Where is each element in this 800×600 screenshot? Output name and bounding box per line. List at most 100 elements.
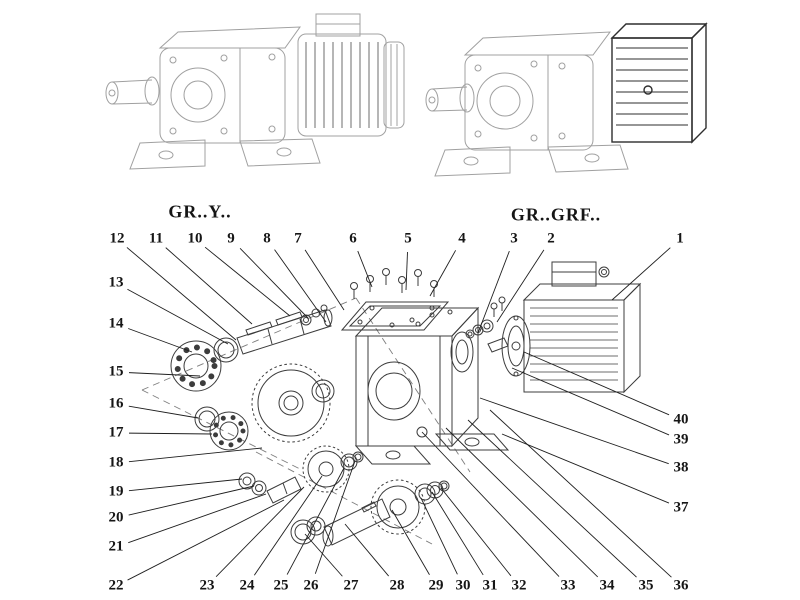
callout-38: 38	[673, 459, 689, 476]
leader-line-25	[286, 467, 345, 575]
callout-34: 34	[599, 577, 615, 594]
assembled-unit-right	[425, 22, 708, 177]
exploded-view	[141, 261, 642, 547]
callout-10: 10	[187, 230, 203, 247]
callout-35: 35	[638, 577, 654, 594]
variant-label-left: GR..Y..	[168, 201, 232, 222]
shaft-keys	[245, 311, 303, 336]
leader-line-24	[253, 475, 323, 576]
leader-line-30	[420, 497, 458, 575]
inspection-cover	[340, 301, 450, 331]
callout-14: 14	[108, 315, 124, 332]
leader-line-5	[405, 251, 408, 291]
leader-line-21	[128, 493, 267, 544]
leader-line-36	[489, 409, 672, 578]
callout-19: 19	[108, 483, 124, 500]
gearbox-housing	[354, 306, 510, 465]
leader-line-18	[128, 447, 263, 463]
callout-8: 8	[263, 230, 271, 247]
housing-foot-left	[354, 445, 432, 465]
callout-22: 22	[108, 577, 124, 594]
cover-bolts	[350, 268, 438, 299]
motor-left	[297, 13, 405, 137]
leader-line-9	[239, 247, 309, 319]
leader-line-26	[314, 460, 356, 574]
ball-bearing-large	[170, 340, 222, 392]
leader-line-13	[127, 288, 229, 345]
variant-label-right: GR..GRF..	[510, 204, 602, 225]
leader-line-38	[479, 397, 669, 465]
construction-lines	[141, 297, 471, 545]
eye-bolt	[598, 266, 610, 278]
motor-terminal-box	[551, 261, 597, 287]
callout-7: 7	[294, 230, 302, 247]
leader-line-40	[523, 351, 670, 416]
leader-line-27	[304, 533, 343, 577]
leader-line-23	[215, 486, 305, 578]
mounting-feet-right	[434, 144, 629, 177]
callout-20: 20	[108, 509, 124, 526]
motor-flange	[501, 315, 531, 377]
assembled-unit-left	[105, 13, 405, 170]
leader-lines	[126, 246, 672, 581]
callout-21: 21	[108, 538, 124, 555]
large-gear	[251, 363, 331, 443]
callout-17: 17	[108, 424, 124, 441]
callout-24: 24	[239, 577, 255, 594]
motor-body	[523, 299, 625, 393]
housing-foot-right	[434, 433, 510, 451]
intermediate-gear-set	[238, 445, 364, 504]
output-shaft-right	[425, 83, 475, 113]
leader-line-35	[467, 419, 637, 578]
callout-30: 30	[455, 577, 471, 594]
callout-9: 9	[227, 230, 235, 247]
callout-2: 2	[547, 230, 555, 247]
leader-line-15	[128, 372, 201, 377]
callout-3: 3	[510, 230, 518, 247]
input-shaft-assembly	[170, 304, 333, 392]
callout-5: 5	[404, 230, 412, 247]
drain-plug	[416, 426, 428, 438]
callout-33: 33	[560, 577, 576, 594]
leader-line-31	[431, 491, 484, 576]
callout-32: 32	[511, 577, 527, 594]
callout-18: 18	[108, 454, 124, 471]
mounting-feet-left	[129, 138, 321, 170]
callout-1: 1	[676, 230, 684, 247]
callout-12: 12	[109, 230, 125, 247]
leader-line-6	[357, 250, 373, 288]
leader-line-32	[440, 487, 512, 577]
callout-15: 15	[108, 363, 124, 380]
leader-line-10	[204, 246, 291, 317]
leader-line-16	[128, 405, 199, 419]
flange-hardware	[465, 296, 509, 353]
gearbox-body-right	[463, 31, 612, 151]
leader-line-2	[496, 249, 545, 323]
ball-bearing-small	[209, 411, 249, 451]
callout-29: 29	[428, 577, 444, 594]
leader-line-39	[511, 367, 670, 436]
callout-16: 16	[108, 395, 124, 412]
callout-26: 26	[303, 577, 319, 594]
callout-25: 25	[273, 577, 289, 594]
callout-28: 28	[389, 577, 405, 594]
gearbox-body-left	[158, 26, 302, 144]
leader-line-33	[421, 431, 560, 577]
callout-27: 27	[343, 577, 359, 594]
leader-line-34	[445, 427, 599, 578]
leader-line-3	[477, 250, 510, 334]
motor-shaft-stub	[487, 337, 509, 353]
oil-seal-ring	[213, 337, 239, 363]
callout-37: 37	[673, 499, 689, 516]
leader-line-7	[304, 249, 345, 311]
leader-line-22	[127, 499, 285, 581]
leader-line-17	[128, 432, 213, 435]
intermediate-gear	[302, 445, 350, 493]
leader-line-28	[344, 523, 389, 577]
leader-line-29	[391, 509, 430, 575]
leader-line-19	[128, 478, 243, 492]
callout-6: 6	[349, 230, 357, 247]
leader-line-14	[128, 328, 193, 353]
output-shaft-set	[290, 479, 450, 547]
